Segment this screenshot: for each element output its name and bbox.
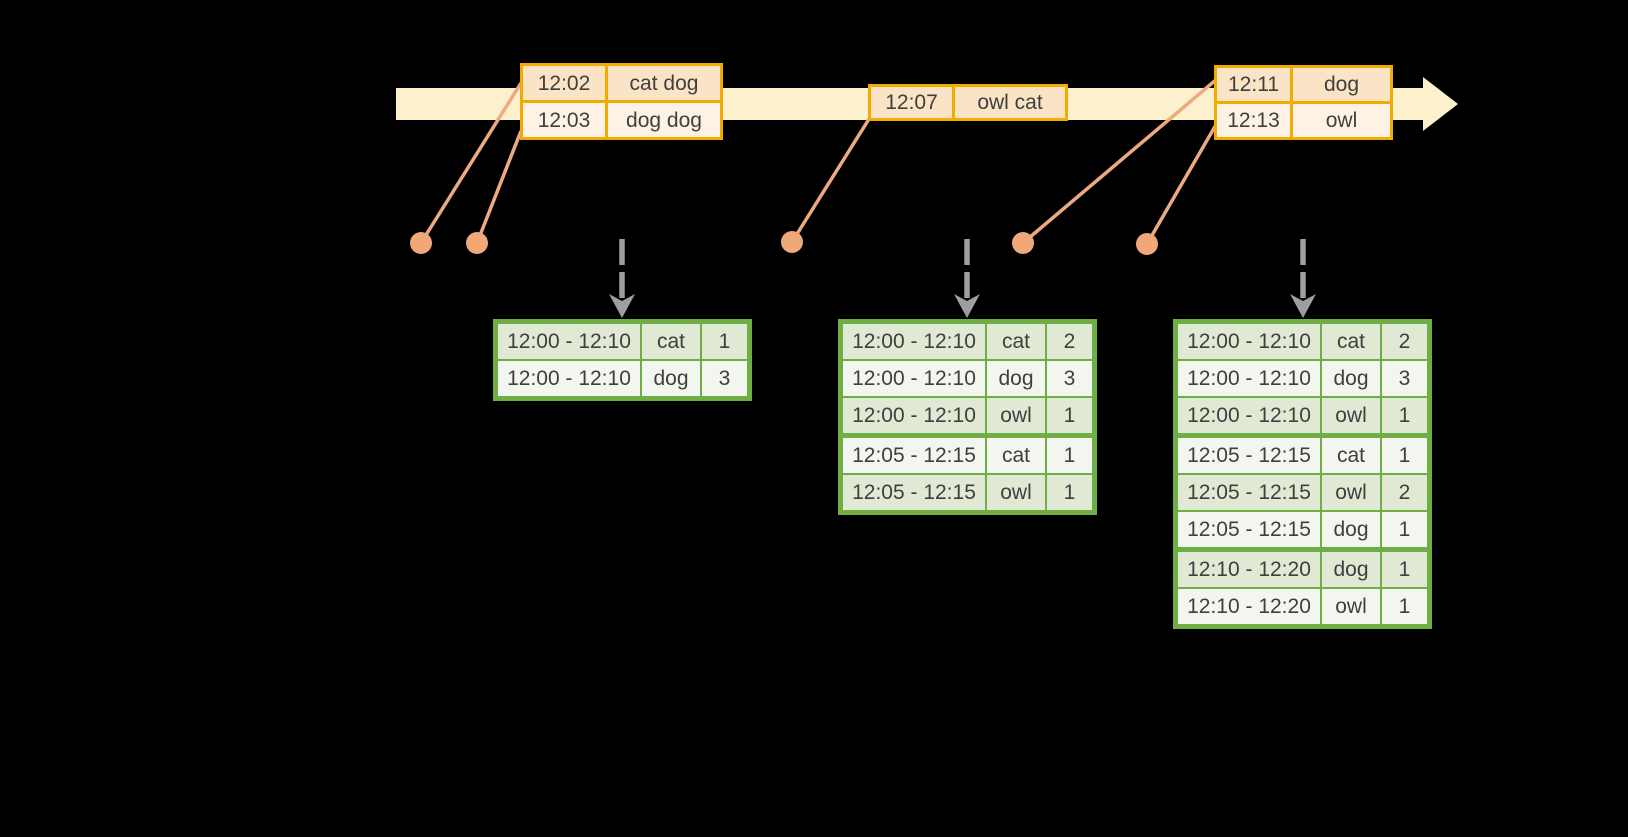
timeline-arrow-icon bbox=[1423, 77, 1458, 131]
event-words-cell: dog bbox=[1293, 68, 1390, 101]
count-cell: 3 bbox=[702, 361, 747, 396]
word-cell: dog bbox=[1322, 512, 1380, 547]
window-cell: 12:00 - 12:10 bbox=[843, 361, 985, 396]
leader-line bbox=[790, 118, 871, 243]
event-marker-icon bbox=[1136, 233, 1158, 255]
event-table: 12:02 cat dog 12:03 dog dog bbox=[520, 63, 723, 140]
word-cell: cat bbox=[642, 324, 700, 359]
window-cell: 12:05 - 12:15 bbox=[843, 475, 985, 510]
window-cell: 12:05 - 12:15 bbox=[1178, 438, 1320, 473]
table-row: 12:05 - 12:15 cat 1 bbox=[1178, 438, 1427, 473]
table-row: 12:00 - 12:10 dog 3 bbox=[498, 361, 747, 396]
event-table: 12:11 dog 12:13 owl bbox=[1214, 65, 1393, 140]
word-cell: owl bbox=[1322, 589, 1380, 624]
event-row: 12:07 owl cat bbox=[871, 87, 1065, 118]
table-row: 12:05 - 12:15 owl 1 bbox=[843, 475, 1092, 510]
leader-line bbox=[475, 130, 523, 244]
count-cell: 1 bbox=[1382, 512, 1427, 547]
event-table: 12:07 owl cat bbox=[868, 84, 1068, 121]
result-table: 12:00 - 12:10 cat 1 12:00 - 12:10 dog 3 bbox=[493, 319, 752, 401]
word-cell: dog bbox=[1322, 552, 1380, 587]
table-row: 12:05 - 12:15 owl 2 bbox=[1178, 475, 1427, 510]
word-cell: cat bbox=[987, 438, 1045, 473]
event-words-cell: owl bbox=[1293, 104, 1390, 137]
word-cell: owl bbox=[1322, 475, 1380, 510]
event-row: 12:13 owl bbox=[1217, 104, 1390, 137]
event-row: 12:02 cat dog bbox=[523, 66, 720, 100]
table-row: 12:05 - 12:15 cat 1 bbox=[843, 438, 1092, 473]
table-row: 12:00 - 12:10 owl 1 bbox=[1178, 398, 1427, 433]
table-row: 12:00 - 12:10 dog 3 bbox=[843, 361, 1092, 396]
event-words-cell: owl cat bbox=[955, 87, 1065, 118]
word-cell: cat bbox=[1322, 324, 1380, 359]
event-time-cell: 12:11 bbox=[1217, 68, 1290, 101]
word-cell: owl bbox=[987, 398, 1045, 433]
table-row: 12:05 - 12:15 dog 1 bbox=[1178, 512, 1427, 547]
event-time-cell: 12:02 bbox=[523, 66, 605, 100]
window-cell: 12:10 - 12:20 bbox=[1178, 552, 1320, 587]
word-cell: dog bbox=[1322, 361, 1380, 396]
count-cell: 1 bbox=[1047, 475, 1092, 510]
table-row: 12:00 - 12:10 cat 2 bbox=[1178, 324, 1427, 359]
table-row: 12:00 - 12:10 owl 1 bbox=[843, 398, 1092, 433]
word-cell: owl bbox=[987, 475, 1045, 510]
table-row: 12:10 - 12:20 owl 1 bbox=[1178, 589, 1427, 624]
event-marker-icon bbox=[410, 232, 432, 254]
event-row: 12:03 dog dog bbox=[523, 103, 720, 137]
result-table: 12:00 - 12:10 cat 2 12:00 - 12:10 dog 3 … bbox=[1173, 319, 1432, 629]
count-cell: 2 bbox=[1047, 324, 1092, 359]
event-time-cell: 12:13 bbox=[1217, 104, 1290, 137]
event-words-cell: dog dog bbox=[608, 103, 720, 137]
event-row: 12:11 dog bbox=[1217, 68, 1390, 101]
leader-line bbox=[419, 82, 523, 244]
event-words-cell: cat dog bbox=[608, 66, 720, 100]
window-cell: 12:05 - 12:15 bbox=[1178, 475, 1320, 510]
window-cell: 12:00 - 12:10 bbox=[1178, 398, 1320, 433]
trigger-arrowhead-icon bbox=[954, 294, 980, 318]
window-cell: 12:00 - 12:10 bbox=[498, 324, 640, 359]
event-marker-icon bbox=[1012, 232, 1034, 254]
count-cell: 1 bbox=[1382, 589, 1427, 624]
count-cell: 2 bbox=[1382, 475, 1427, 510]
count-cell: 1 bbox=[1382, 552, 1427, 587]
table-row: 12:00 - 12:10 dog 3 bbox=[1178, 361, 1427, 396]
word-cell: owl bbox=[1322, 398, 1380, 433]
window-cell: 12:10 - 12:20 bbox=[1178, 589, 1320, 624]
window-cell: 12:00 - 12:10 bbox=[498, 361, 640, 396]
window-cell: 12:00 - 12:10 bbox=[1178, 324, 1320, 359]
count-cell: 1 bbox=[1047, 398, 1092, 433]
count-cell: 1 bbox=[1382, 438, 1427, 473]
window-cell: 12:00 - 12:10 bbox=[843, 398, 985, 433]
count-cell: 1 bbox=[1047, 438, 1092, 473]
window-cell: 12:05 - 12:15 bbox=[1178, 512, 1320, 547]
leader-line bbox=[1145, 122, 1219, 245]
event-time-cell: 12:03 bbox=[523, 103, 605, 137]
count-cell: 3 bbox=[1047, 361, 1092, 396]
window-cell: 12:00 - 12:10 bbox=[1178, 361, 1320, 396]
count-cell: 2 bbox=[1382, 324, 1427, 359]
window-cell: 12:00 - 12:10 bbox=[843, 324, 985, 359]
event-marker-icon bbox=[781, 231, 803, 253]
trigger-arrowhead-icon bbox=[1290, 294, 1316, 318]
window-cell: 12:05 - 12:15 bbox=[843, 438, 985, 473]
word-cell: dog bbox=[987, 361, 1045, 396]
trigger-arrowhead-icon bbox=[609, 294, 635, 318]
word-cell: cat bbox=[987, 324, 1045, 359]
word-cell: cat bbox=[1322, 438, 1380, 473]
word-cell: dog bbox=[642, 361, 700, 396]
count-cell: 3 bbox=[1382, 361, 1427, 396]
result-table: 12:00 - 12:10 cat 2 12:00 - 12:10 dog 3 … bbox=[838, 319, 1097, 515]
count-cell: 1 bbox=[702, 324, 747, 359]
table-row: 12:10 - 12:20 dog 1 bbox=[1178, 552, 1427, 587]
count-cell: 1 bbox=[1382, 398, 1427, 433]
table-row: 12:00 - 12:10 cat 1 bbox=[498, 324, 747, 359]
event-time-cell: 12:07 bbox=[871, 87, 952, 118]
table-row: 12:00 - 12:10 cat 2 bbox=[843, 324, 1092, 359]
event-marker-icon bbox=[466, 232, 488, 254]
